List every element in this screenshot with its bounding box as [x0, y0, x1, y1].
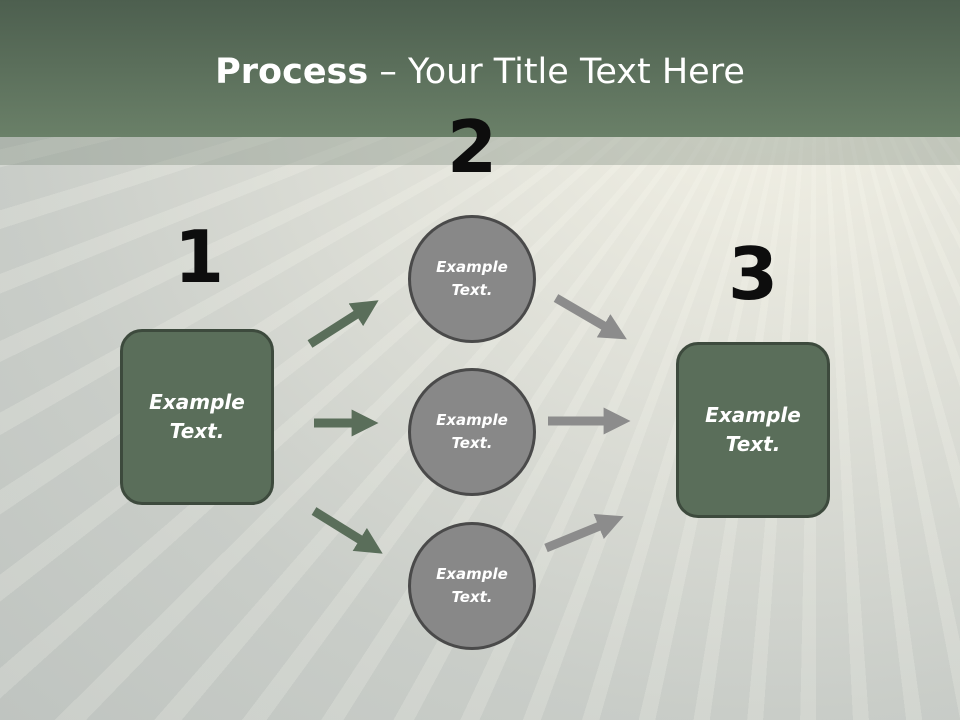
circle-middle-text-line-2: Text.: [451, 434, 493, 452]
step-number-1: 1: [173, 215, 225, 299]
arrow-gray-down: [553, 294, 627, 340]
circle-top-text-line-1: Example: [436, 258, 508, 276]
circle-bottom-text-line-1: Example: [436, 565, 508, 583]
circle-bottom-text-line-2: Text.: [451, 588, 493, 606]
step-3-text-line-2: Text.: [725, 432, 781, 456]
arrow-green-down: [311, 507, 383, 554]
circle-top-text-line-2: Text.: [451, 281, 493, 299]
step-3-text-line-1: Example: [705, 403, 801, 427]
step-1-text-line-2: Text.: [169, 419, 225, 443]
step-1-box: Example Text.: [120, 329, 274, 505]
title-bold: Process: [215, 52, 369, 92]
page-title: Process – Your Title Text Here: [0, 52, 960, 92]
arrow-gray-up: [544, 513, 624, 553]
step-2-circle-bottom: Example Text.: [408, 522, 536, 650]
step-2-circle-top: Example Text.: [408, 215, 536, 343]
step-number-3: 3: [727, 232, 779, 316]
title-bar-shadow: [0, 137, 960, 165]
step-3-box: Example Text.: [676, 342, 830, 518]
arrow-green-up: [307, 300, 379, 348]
circle-middle-text-line-1: Example: [436, 411, 508, 429]
step-2-circle-middle: Example Text.: [408, 368, 536, 496]
title-bar: [0, 0, 960, 137]
step-number-2: 2: [446, 105, 498, 189]
step-1-text-line-1: Example: [149, 390, 245, 414]
title-rest: – Your Title Text Here: [368, 52, 745, 92]
